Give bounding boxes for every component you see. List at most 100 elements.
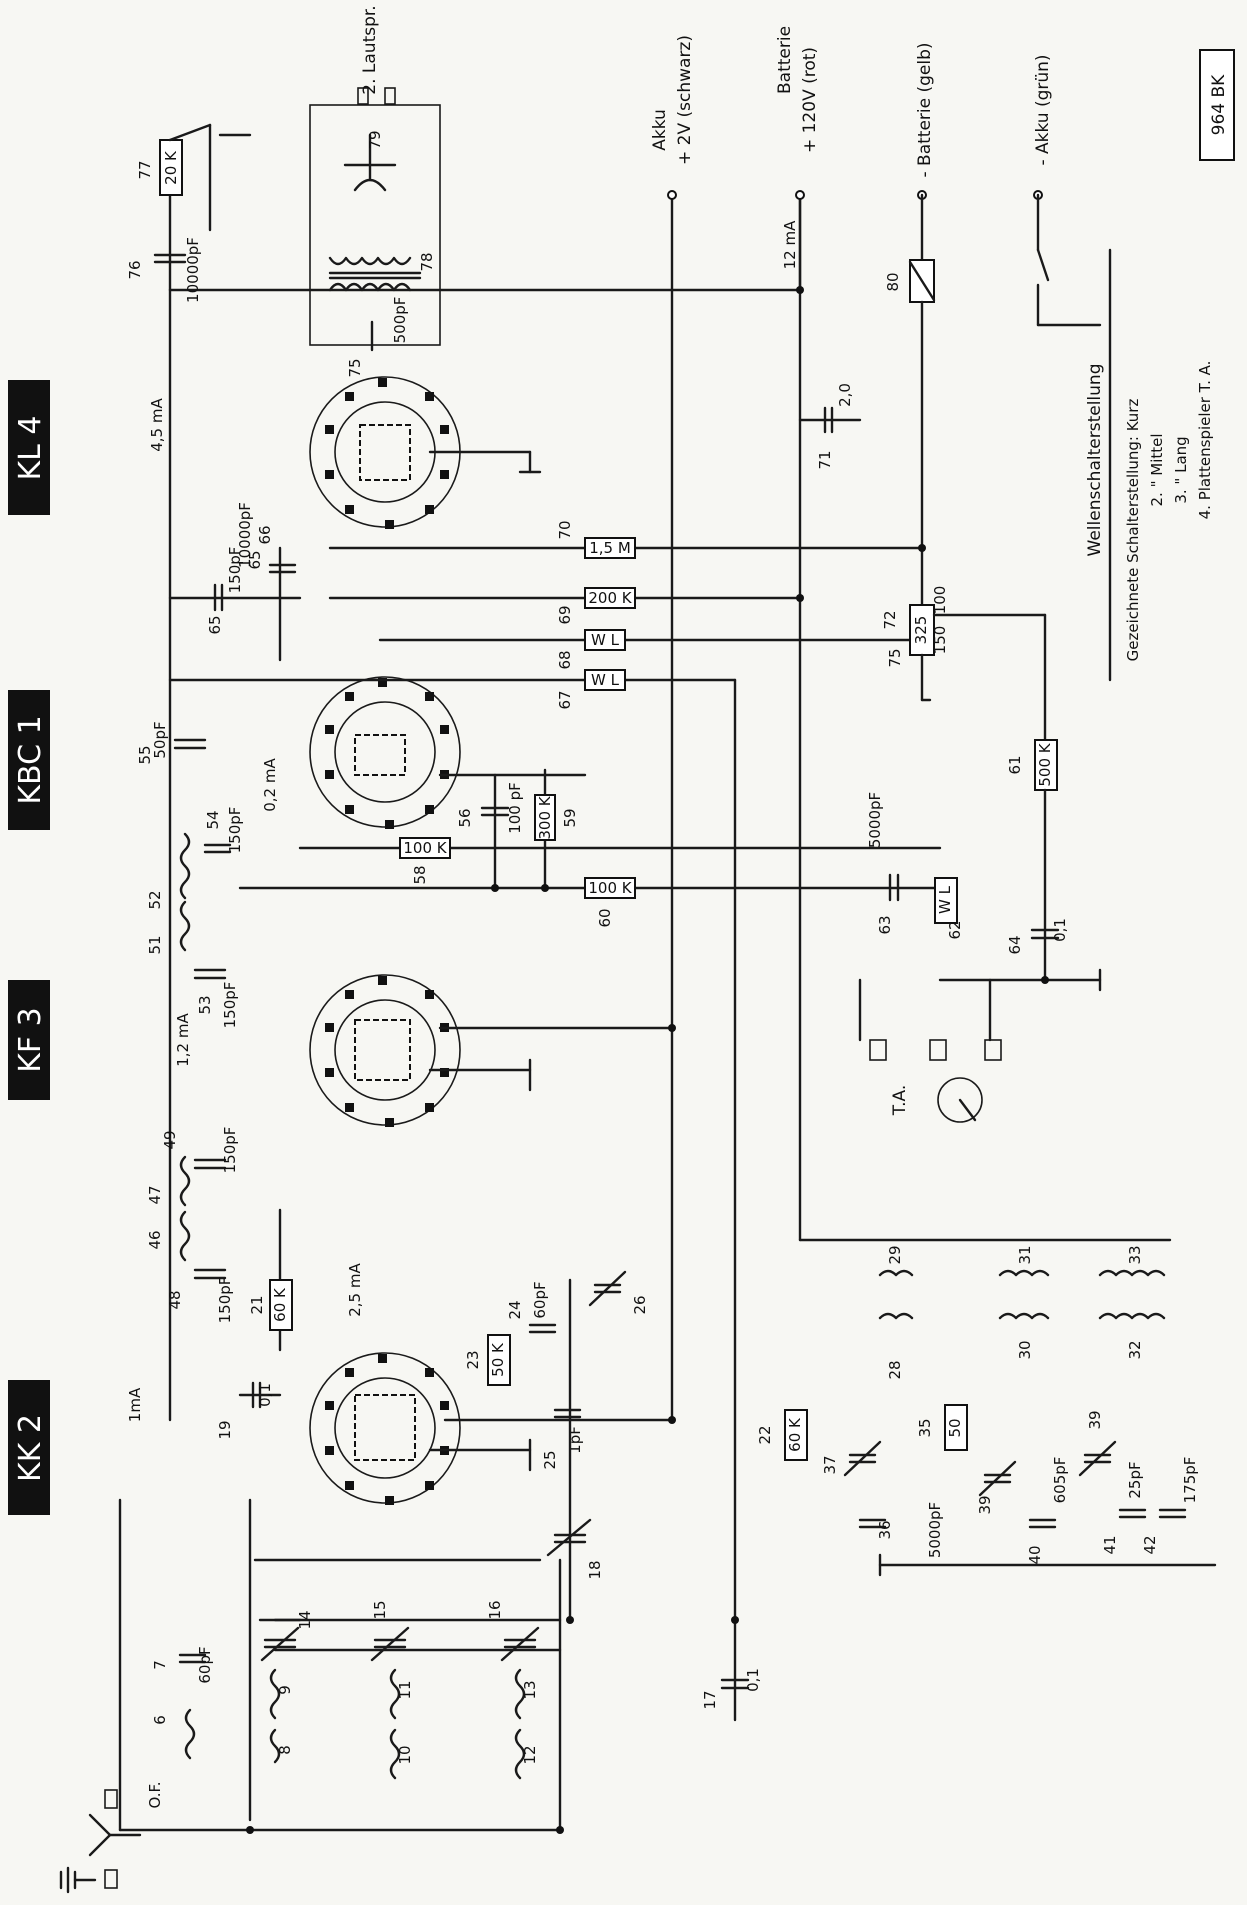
- kk2-network: 60 K 21 50 K 23 24 60pF 25 1pF 26 18: [248, 1208, 649, 1622]
- svg-text:54: 54: [204, 810, 222, 829]
- tube-kk2: [309, 1352, 674, 1505]
- svg-text:51: 51: [146, 935, 164, 954]
- svg-text:79: 79: [366, 130, 384, 149]
- svg-text:64: 64: [1006, 935, 1024, 954]
- svg-text:30: 30: [1016, 1340, 1034, 1359]
- svg-text:T.A.: T.A.: [890, 1085, 910, 1117]
- supply-terminals: Akku + 2V (schwarz) Batterie + 120V (rot…: [650, 26, 1102, 642]
- svg-text:150pF: 150pF: [221, 982, 239, 1029]
- svg-text:150pF: 150pF: [221, 1127, 239, 1174]
- svg-text:40: 40: [1026, 1545, 1044, 1564]
- svg-text:2,5 mA: 2,5 mA: [346, 1263, 364, 1317]
- svg-text:60pF: 60pF: [196, 1646, 214, 1683]
- svg-text:50: 50: [946, 1418, 964, 1437]
- svg-text:49: 49: [161, 1130, 179, 1149]
- current-labels: 1mA 2,5 mA 1,2 mA 0,2 mA 4,5 mA: [126, 398, 364, 1423]
- svg-text:100 K: 100 K: [403, 839, 447, 857]
- svg-text:78: 78: [418, 252, 436, 271]
- svg-text:75: 75: [886, 648, 904, 667]
- svg-text:32: 32: [1126, 1340, 1144, 1359]
- tube-label-kbc1: KBC 1: [8, 690, 50, 830]
- svg-text:80: 80: [884, 272, 902, 291]
- svg-text:16: 16: [486, 1600, 504, 1619]
- svg-text:58: 58: [411, 865, 429, 884]
- svg-text:50 K: 50 K: [489, 1342, 507, 1377]
- svg-text:964 BK: 964 BK: [1209, 74, 1229, 136]
- svg-text:22: 22: [756, 1425, 774, 1444]
- tube-kl4: [309, 376, 542, 529]
- svg-text:150pF: 150pF: [226, 807, 244, 854]
- junctions: [246, 286, 1049, 1834]
- tone-control: 500 K 61 64 0,1 W L 62 63 5000pF: [866, 739, 1102, 992]
- svg-text:53: 53: [196, 995, 214, 1014]
- svg-text:19: 19: [216, 1420, 234, 1439]
- svg-text:69: 69: [556, 605, 574, 624]
- svg-text:Akku: Akku: [650, 109, 670, 151]
- tube-label-kl4: KL 4: [8, 380, 50, 515]
- svg-text:1mA: 1mA: [126, 1387, 144, 1422]
- tube-label-kk2: KK 2: [8, 1380, 50, 1515]
- svg-text:24: 24: [506, 1300, 524, 1319]
- svg-text:200 K: 200 K: [588, 589, 632, 607]
- model-code: 964 BK: [1199, 49, 1235, 161]
- rails: [118, 193, 802, 1832]
- svg-text:4. Plattenspieler T. A.: 4. Plattenspieler T. A.: [1196, 361, 1214, 520]
- svg-text:W L: W L: [591, 671, 620, 689]
- if-coils: 52 54 150pF 55 50pF 51 53 150pF 47 49 15…: [136, 721, 244, 1323]
- svg-text:300 K: 300 K: [536, 795, 554, 839]
- svg-text:10: 10: [396, 1745, 414, 1764]
- svg-text:47: 47: [146, 1185, 164, 1204]
- svg-text:39: 39: [1086, 1410, 1104, 1429]
- svg-text:2,0: 2,0: [836, 383, 854, 407]
- svg-text:75: 75: [346, 358, 364, 377]
- svg-text:66: 66: [256, 525, 274, 544]
- antenna-icon: [88, 1789, 142, 1857]
- svg-text:77: 77: [136, 160, 154, 179]
- svg-text:50pF: 50pF: [151, 721, 169, 758]
- svg-text:KK 2: KK 2: [13, 1414, 48, 1482]
- svg-text:Wellenschalterstellung: Wellenschalterstellung: [1085, 364, 1105, 557]
- svg-text:1pF: 1pF: [566, 1426, 584, 1454]
- svg-text:17: 17: [701, 1690, 719, 1709]
- svg-text:605pF: 605pF: [1051, 1457, 1069, 1504]
- svg-text:10000pF: 10000pF: [184, 237, 202, 303]
- svg-text:8: 8: [276, 1745, 294, 1755]
- svg-text:500 K: 500 K: [1036, 742, 1054, 786]
- svg-text:29: 29: [886, 1245, 904, 1264]
- svg-text:+ 120V (rot): + 120V (rot): [800, 47, 820, 153]
- svg-text:67: 67: [556, 690, 574, 709]
- svg-text:W L: W L: [936, 885, 954, 914]
- svg-text:61: 61: [1006, 755, 1024, 774]
- svg-text:+ 2V (schwarz): + 2V (schwarz): [675, 35, 695, 165]
- svg-text:12: 12: [521, 1745, 539, 1764]
- tube-kf3: [309, 974, 674, 1127]
- svg-text:42: 42: [1141, 1535, 1159, 1554]
- svg-text:0,2 mA: 0,2 mA: [261, 758, 279, 812]
- svg-text:56: 56: [456, 808, 474, 827]
- svg-text:O.F.: O.F.: [146, 1782, 164, 1809]
- svg-text:5000pF: 5000pF: [926, 1502, 944, 1558]
- svg-text:KL 4: KL 4: [13, 415, 48, 480]
- svg-text:36: 36: [876, 1520, 894, 1539]
- svg-text:23: 23: [464, 1350, 482, 1369]
- svg-text:150pF: 150pF: [216, 1277, 234, 1324]
- svg-text:65: 65: [206, 615, 224, 634]
- svg-text:60 K: 60 K: [271, 1287, 289, 1322]
- svg-text:15: 15: [371, 1600, 389, 1619]
- svg-text:33: 33: [1126, 1245, 1144, 1264]
- potentiometer-72: 325 72 75 150 100: [881, 586, 1047, 742]
- svg-text:150: 150: [931, 626, 949, 655]
- svg-text:13: 13: [521, 1680, 539, 1699]
- svg-text:39: 39: [976, 1495, 994, 1514]
- svg-text:175pF: 175pF: [1181, 1457, 1199, 1504]
- svg-text:26: 26: [631, 1295, 649, 1314]
- pickup-ta: T.A.: [858, 978, 1002, 1123]
- svg-text:41: 41: [1101, 1535, 1119, 1554]
- svg-text:3. " Lang: 3. " Lang: [1172, 436, 1190, 503]
- svg-text:500pF: 500pF: [391, 297, 409, 344]
- svg-text:12 mA: 12 mA: [781, 220, 799, 269]
- svg-text:68: 68: [556, 650, 574, 669]
- svg-text:60: 60: [596, 908, 614, 927]
- svg-text:325: 325: [912, 616, 930, 645]
- tube-kbc1: [309, 676, 461, 829]
